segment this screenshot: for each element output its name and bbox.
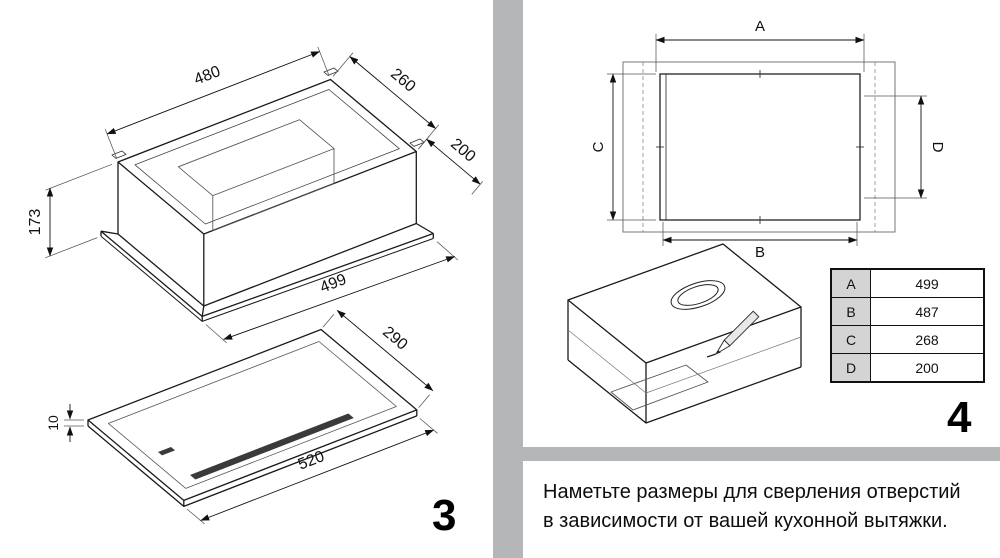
table-row: B 487 [832,297,983,325]
table-row-label: A [832,270,871,297]
duct-hole [670,280,726,310]
hood-box-isometric [567,243,802,424]
table-row-value: 268 [871,326,983,353]
template-extension-lines [607,34,927,246]
table-row: D 200 [832,353,983,381]
table-row-value: 200 [871,354,983,381]
dim-flange-depth: 200 [447,135,478,165]
dim-height: 173 [27,209,44,236]
template-outline [622,61,896,233]
table-row-label: D [832,354,871,381]
mounting-tabs [111,67,425,159]
dim-label-b: B [755,244,765,261]
instruction-text: Наметьте размеры для сверления отверстий… [523,461,1000,535]
panel-step-3: 480 260 200 173 499 290 10 520 3 [0,0,493,558]
table-row-label: C [832,326,871,353]
dim-label-c: C [590,141,607,152]
hood-inner-chamber [177,119,335,232]
dim-body-width: 499 [318,271,349,297]
table-row: C 268 [832,325,983,353]
dim-top-width: 480 [192,63,223,89]
glass-panel-outline [87,328,418,508]
dim-top-depth: 260 [387,65,418,95]
table-row-value: 487 [871,298,983,325]
instruction-line-2: в зависимости от вашей кухонной вытяжки. [543,509,948,532]
instruction-panel: Наметьте размеры для сверления отверстий… [523,461,1000,558]
instruction-line-1: Наметьте размеры для сверления отверстий [543,481,961,503]
step-4-number: 4 [947,393,972,442]
table-row-value: 499 [871,270,983,297]
pencil-icon [706,310,760,358]
dim-label-a: A [755,18,765,35]
table-row: A 499 [832,270,983,297]
dim-label-d: D [929,142,946,153]
table-row-label: B [832,298,871,325]
step-3-number: 3 [432,491,457,540]
hood-body-outline [100,78,434,322]
panel-step-4: A B C D [523,0,1000,447]
dimensions-table: A 499 B 487 C 268 D 200 [830,268,985,383]
hood-dimensions-drawing: 480 260 200 173 499 290 10 520 [27,46,484,525]
template-dimension-lines [609,36,925,244]
dimension-lines [46,51,481,521]
dim-panel-thickness: 10 [45,415,61,431]
extension-lines [45,46,484,525]
drilling-template-drawing: A B C D [567,18,946,424]
